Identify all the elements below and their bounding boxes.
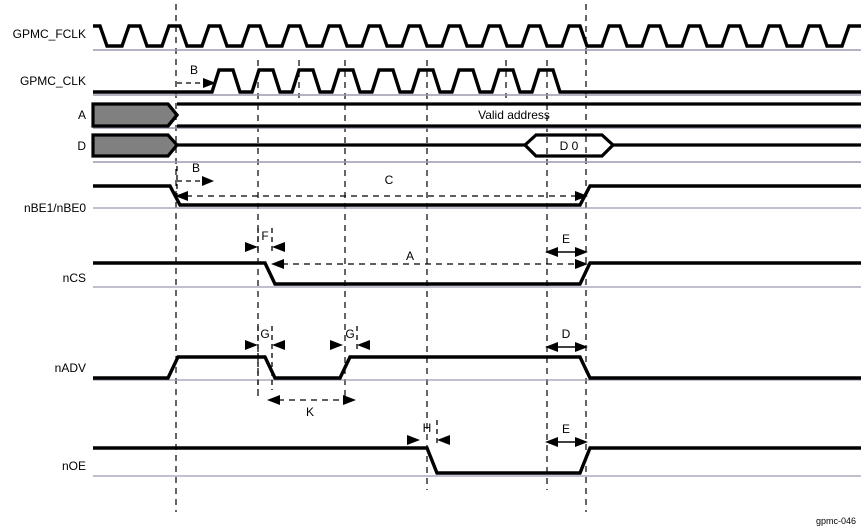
marker-a-ncs: A <box>271 249 588 269</box>
marker-g1-arrow-left <box>245 340 258 350</box>
marker-e-noe-arrow-left <box>545 437 558 447</box>
signal-label-gpmc-fclk: GPMC_FCLK <box>13 27 86 41</box>
bus-value-a: Valid address <box>478 108 550 122</box>
marker-k-nadv: K <box>267 395 356 419</box>
marker-h-noe: H <box>407 420 450 445</box>
marker-label-b-clk: B <box>190 63 198 77</box>
signal-label-nbe: nBE1/nBE0 <box>24 201 86 215</box>
marker-c-nbe-arrow-right <box>575 191 588 201</box>
waveform-nadv <box>93 355 861 380</box>
signal-label-a: A <box>78 108 86 122</box>
signal-row-gpmc-fclk: GPMC_FCLK <box>13 24 861 51</box>
signal-label-ncs: nCS <box>63 271 86 285</box>
bus-value-d: D 0 <box>560 139 579 153</box>
marker-b-nbe-arrow <box>202 176 214 186</box>
marker-g-nadv-1: G <box>245 326 285 390</box>
signal-row-ncs: nCS <box>63 261 861 288</box>
figure-caption: gpmc-046 <box>816 516 856 526</box>
signal-label-noe: nOE <box>62 459 86 473</box>
marker-label-h-noe: H <box>423 421 432 435</box>
marker-label-e-noe: E <box>562 422 570 436</box>
marker-f-ncs-arrow-right <box>272 242 285 252</box>
marker-f-ncs-arrow-left <box>245 242 258 252</box>
marker-label-b-nbe: B <box>192 161 200 175</box>
marker-label-e-ncs: E <box>562 232 570 246</box>
marker-c-nbe: C <box>175 173 588 201</box>
signal-row-noe: nOE <box>62 446 861 477</box>
marker-label-f-ncs: F <box>261 229 268 243</box>
marker-label-c-nbe: C <box>385 173 394 187</box>
signal-label-d: D <box>77 139 86 153</box>
signal-row-d: D D 0 <box>77 133 861 163</box>
marker-e-noe-arrow-right <box>575 437 588 447</box>
bus-valid-a <box>166 102 861 128</box>
waveform-noe <box>93 446 861 475</box>
marker-g2-arrow-right <box>357 340 370 350</box>
marker-label-k-nadv: K <box>306 405 314 419</box>
signal-label-nadv: nADV <box>55 361 86 375</box>
signal-row-gpmc-clk: GPMC_CLK <box>20 68 861 96</box>
signal-row-a: A Valid address <box>78 102 861 129</box>
marker-label-a-ncs: A <box>406 249 414 263</box>
waveform-ncs <box>93 261 861 286</box>
signal-label-gpmc-clk: GPMC_CLK <box>20 74 86 88</box>
waveform-gpmc-fclk <box>93 24 861 48</box>
marker-a-ncs-arrow-right <box>575 259 588 269</box>
marker-k-arrow-right <box>343 395 356 405</box>
marker-h-arrow-left <box>407 435 420 445</box>
marker-label-d-nadv: D <box>562 327 571 341</box>
bus-invalid-d <box>91 133 180 158</box>
marker-e-noe: E <box>545 422 588 447</box>
marker-e-ncs-arrow-left <box>545 247 558 257</box>
marker-label-g-nadv-1: G <box>260 327 269 341</box>
marker-k-arrow-left <box>267 395 280 405</box>
waveform-gpmc-clk <box>93 68 861 94</box>
marker-d-arrow-right <box>575 342 588 352</box>
marker-e-ncs: E <box>545 232 588 257</box>
signal-row-nadv: nADV <box>55 355 861 381</box>
marker-a-ncs-arrow-left <box>271 259 284 269</box>
bus-invalid-a <box>91 102 180 128</box>
marker-h-arrow-right <box>437 435 450 445</box>
marker-d-arrow-left <box>545 342 558 352</box>
marker-g2-arrow-left <box>330 340 343 350</box>
marker-b-clk: B <box>177 63 216 88</box>
marker-d-nadv: D <box>545 327 588 352</box>
marker-e-ncs-arrow-right <box>575 247 588 257</box>
signal-row-nbe: nBE1/nBE0 <box>24 184 861 215</box>
marker-b-clk-arrow <box>203 78 216 88</box>
waveform-nbe <box>93 184 861 207</box>
marker-label-g-nadv-2: G <box>345 327 354 341</box>
marker-g-nadv-2: G <box>330 326 370 350</box>
marker-c-nbe-arrow-left <box>175 191 188 201</box>
marker-g1-arrow-right <box>272 340 285 350</box>
marker-b-nbe: B <box>176 161 214 196</box>
marker-f-ncs: F <box>245 228 285 252</box>
